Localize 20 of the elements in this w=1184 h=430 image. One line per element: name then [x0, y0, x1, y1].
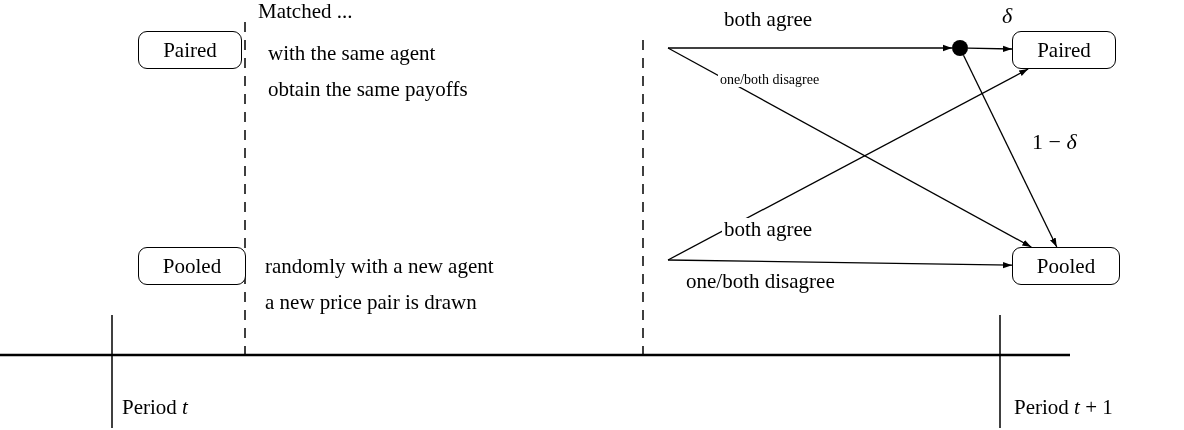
state-box: Pooled: [1012, 247, 1120, 285]
note-text: a new price pair is drawn: [265, 291, 477, 315]
arrow: [667, 68, 1029, 261]
period-label: Period t + 1: [1014, 396, 1113, 420]
arrow: [667, 259, 1013, 269]
arrow: [967, 45, 1013, 52]
period-label: Period t: [122, 396, 188, 420]
state-box: Paired: [138, 31, 242, 69]
state-box: Paired: [1012, 31, 1116, 69]
edge-label: both agree: [722, 218, 815, 242]
note-text: with the same agent: [268, 42, 436, 66]
arrow: [667, 47, 1032, 248]
heading-text: Matched ...: [258, 0, 353, 24]
arrow: [667, 44, 953, 52]
edge-label: one/both disagree: [718, 72, 822, 88]
state-box: Pooled: [138, 247, 246, 285]
junction-dot: [952, 40, 968, 56]
note-text: obtain the same payoffs: [268, 78, 468, 102]
note-text: randomly with a new agent: [265, 255, 494, 279]
arrow: [962, 54, 1058, 248]
